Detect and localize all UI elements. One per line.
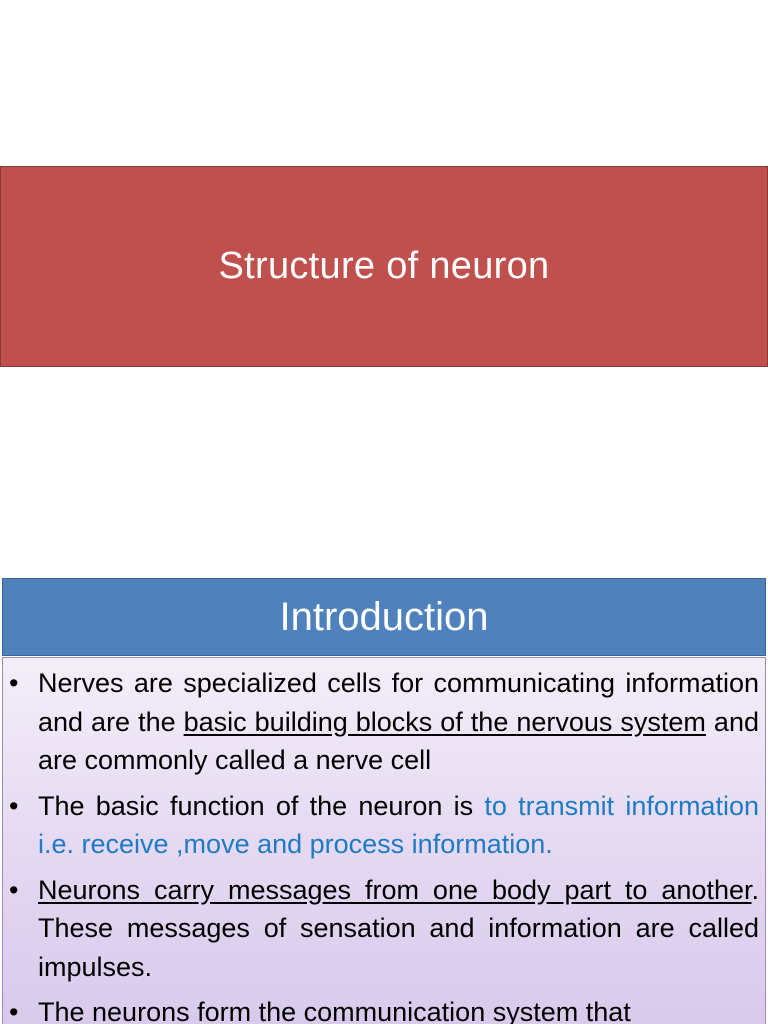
bullet-item-communication: • The neurons form the communication sys… (7, 993, 759, 1024)
bullet-icon: • (9, 874, 19, 905)
bullet-text: Nerves are specialized cells for communi… (38, 668, 759, 737)
title-slide: Structure of neuron (0, 166, 768, 367)
bullet-text: The basic function of the neuron is (38, 790, 485, 821)
introduction-header: Introduction (2, 578, 766, 656)
highlighted-text: to transmit information i.e. receive ,mo… (38, 790, 759, 860)
content-box: • Nerves are specialized cells for commu… (2, 657, 766, 1024)
bullet-item-function: • The basic function of the neuron is to… (7, 787, 759, 864)
bullet-item-messages: • Neurons carry messages from one body p… (7, 871, 759, 987)
bullet-icon: • (9, 997, 19, 1024)
slide-title: Structure of neuron (218, 245, 550, 287)
underlined-text: Neurons carry messages from one body par… (38, 874, 752, 905)
underlined-text: basic building blocks of the nervous sys… (183, 706, 706, 737)
bullet-item-nerves: • Nerves are specialized cells for commu… (7, 664, 759, 780)
bullet-text: . These messages of sensation and inform… (38, 874, 759, 982)
bullet-text: and are commonly called a nerve cell (38, 706, 759, 776)
bullet-list: • Nerves are specialized cells for commu… (7, 664, 759, 1024)
introduction-heading: Introduction (279, 594, 489, 639)
bullet-icon: • (9, 668, 19, 698)
bullet-text: The neurons form the communication syste… (38, 997, 631, 1024)
bullet-icon: • (9, 790, 19, 821)
